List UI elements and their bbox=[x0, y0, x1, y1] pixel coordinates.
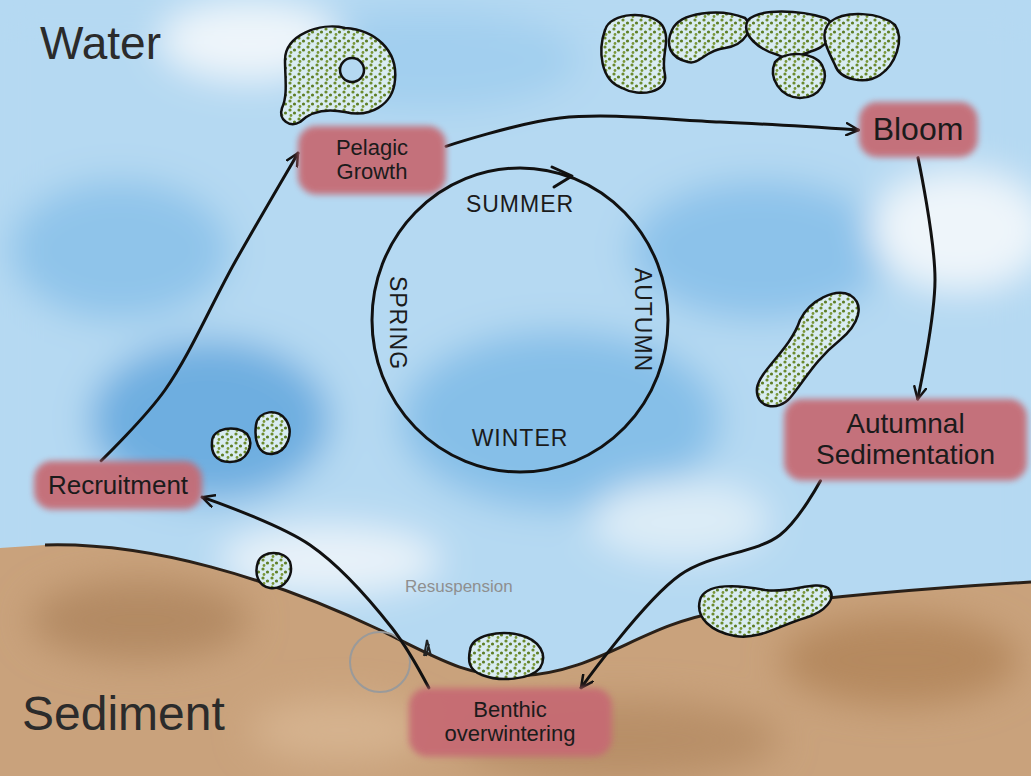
water-highlight bbox=[870, 170, 1031, 290]
stage-name: Benthic overwintering bbox=[423, 698, 598, 746]
stage-label: Bloom bbox=[859, 102, 978, 157]
colony-bloom bbox=[669, 13, 749, 63]
colony-resuspended bbox=[257, 553, 291, 588]
region-label: Sediment bbox=[22, 688, 225, 741]
colony-hole bbox=[340, 58, 364, 82]
colony-benthic bbox=[469, 633, 543, 679]
stage-name: Bloom bbox=[873, 112, 964, 147]
water-highlight bbox=[590, 480, 770, 560]
label-patch-fill bbox=[409, 688, 612, 756]
label-patch-fill bbox=[859, 102, 978, 157]
cycle-arrow bbox=[202, 497, 429, 688]
stage-name: Autumnal Sedimentation bbox=[798, 409, 1013, 471]
sediment-ground bbox=[0, 545, 1031, 776]
season-name: SPRING bbox=[384, 276, 409, 370]
season-name: SUMMER bbox=[466, 192, 574, 217]
stage-name: Recruitment bbox=[48, 471, 188, 500]
season-cycle: SUMMER AUTUMN WINTER SPRING bbox=[370, 165, 670, 475]
season-ring-line bbox=[372, 168, 668, 472]
process-note: Resuspension bbox=[405, 578, 513, 597]
stage-label: Recruitment bbox=[34, 461, 202, 510]
sediment bbox=[0, 545, 1031, 776]
sediment-blotch bbox=[250, 700, 430, 760]
season-name: WINTER bbox=[472, 426, 569, 451]
cycle-arrow bbox=[581, 481, 820, 688]
sediment-blotch bbox=[780, 615, 1020, 705]
cycle-arrow bbox=[446, 116, 859, 146]
stage-label: Autumnal Sedimentation bbox=[784, 399, 1027, 481]
label-patch-fill bbox=[298, 126, 446, 194]
colonies bbox=[212, 12, 899, 680]
resuspension-mark bbox=[424, 640, 431, 656]
colony-sinking bbox=[757, 293, 859, 406]
water-blotch bbox=[10, 180, 230, 320]
colony-bloom bbox=[773, 54, 825, 98]
region-label: Water bbox=[40, 18, 161, 69]
stage-label: Pelagic Growth bbox=[298, 126, 446, 194]
resuspension-swirl bbox=[350, 632, 410, 692]
colony-pelagic bbox=[281, 27, 395, 124]
stage-name: Pelagic Growth bbox=[312, 136, 432, 184]
colony-recruited bbox=[256, 412, 290, 454]
cycle-arrow bbox=[101, 153, 298, 461]
colony-recruited bbox=[212, 428, 250, 462]
sediment-blotch bbox=[30, 580, 250, 660]
colony-settling bbox=[699, 585, 831, 636]
label-patch-fill bbox=[784, 399, 1027, 481]
stage-label: Benthic overwintering bbox=[409, 688, 612, 756]
cycle-arrow bbox=[918, 158, 935, 400]
season-name: AUTUMN bbox=[629, 268, 654, 372]
colony-bloom bbox=[824, 14, 899, 80]
colony-bloom bbox=[601, 15, 666, 93]
label-patch-fill bbox=[34, 461, 202, 510]
season-ring-arrowhead bbox=[552, 167, 572, 187]
colony-bloom bbox=[746, 12, 832, 58]
sediment-texture bbox=[30, 580, 1020, 776]
